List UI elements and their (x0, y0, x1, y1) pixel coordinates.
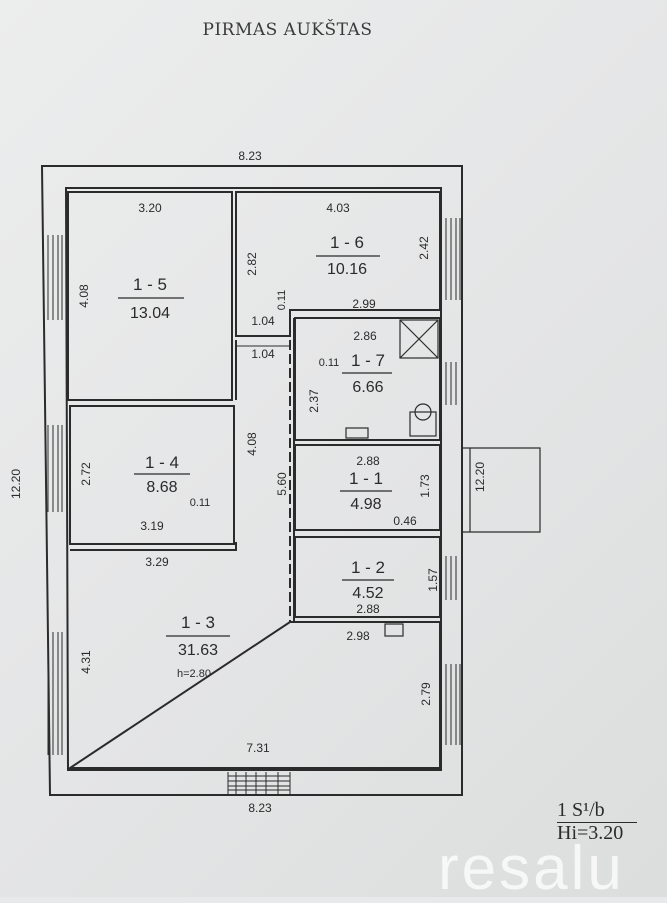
dim-wall-011-c: 0.11 (190, 497, 211, 509)
bath-fixtures (345, 319, 439, 637)
dim-r14-h: 2.72 (79, 462, 93, 486)
window-left-lower (47, 632, 63, 755)
dim-r12-w: 2.88 (356, 602, 380, 616)
interior-walls (66, 191, 441, 769)
window-right-12 (445, 556, 457, 600)
room-1-3-walls (66, 542, 441, 769)
dim-r12-h: 1.57 (426, 568, 440, 592)
dim-r13-right-top: 2.98 (346, 629, 370, 643)
dim-r16-bottom: 2.99 (352, 297, 376, 311)
dim-bottom-total: 8.23 (248, 801, 272, 815)
dim-r11-h: 1.73 (418, 474, 432, 498)
dim-w104-b: 1.04 (251, 347, 275, 361)
room-1-7-id: 1 - 7 (351, 351, 385, 370)
dim-porch: 12.20 (473, 462, 487, 492)
room-1-6-id: 1 - 6 (330, 233, 364, 252)
window-right-lower (445, 664, 461, 745)
watermark-logo: resalu (438, 834, 625, 903)
entrance-porch (462, 447, 541, 533)
room-1-1-id: 1 - 1 (349, 469, 383, 488)
dim-r13-w-top: 3.29 (145, 555, 169, 569)
dim-wall-011-b: 0.11 (319, 357, 340, 369)
room-1-7-area: 6.66 (352, 379, 383, 396)
windows (47, 218, 461, 795)
page-title: PIRMAS AUKŠTAS (202, 20, 373, 40)
toilet-bowl-icon (414, 403, 432, 421)
dim-r16-h-right: 2.42 (417, 236, 431, 260)
scale-note-line1: 1 S¹/b (557, 800, 637, 823)
room-1-2-id: 1 - 2 (351, 558, 385, 577)
room-labels: 1 - 5 13.04 1 - 6 10.16 1 - 7 6.66 1 - 4… (118, 233, 394, 680)
dim-left-total: 12.20 (9, 469, 23, 499)
window-right-wc (445, 362, 457, 405)
room-1-6-area: 10.16 (327, 261, 367, 278)
dim-r16-w: 4.03 (326, 201, 350, 215)
dim-r14-w-bottom: 3.19 (140, 519, 164, 533)
dimension-labels: 8.23 8.23 12.20 12.20 3.20 4.08 4.03 2.8… (9, 149, 487, 815)
window-right-upper (445, 218, 461, 300)
room-1-3-area: 31.63 (178, 642, 218, 659)
room-1-4-walls (69, 405, 235, 545)
dim-r14-right: 4.08 (245, 432, 259, 456)
toilet-icon (409, 411, 437, 437)
dim-r15-w: 3.20 (138, 201, 162, 215)
shower-icon (399, 319, 439, 359)
room-1-5-walls (67, 191, 233, 401)
dim-wall-011-a: 0.11 (276, 290, 288, 311)
room-1-2-area: 4.52 (352, 585, 383, 602)
dim-wall-046: 0.46 (393, 514, 417, 528)
outer-walls (40, 165, 463, 796)
dim-w104-a: 1.04 (251, 314, 275, 328)
sink-icon (345, 427, 369, 439)
dim-r11-w: 2.88 (356, 454, 380, 468)
window-left-middle (47, 425, 63, 512)
dim-r17-w: 2.86 (353, 329, 377, 343)
dim-r15-h: 4.08 (77, 284, 91, 308)
window-left-upper (47, 235, 63, 320)
room-1-3-id: 1 - 3 (181, 613, 215, 632)
room-1-4-area: 8.68 (146, 479, 177, 496)
window-bottom (227, 772, 291, 795)
room-1-3-height: h=2.80 (177, 668, 211, 680)
dim-r13-h-left: 4.31 (79, 650, 93, 674)
room-1-5-id: 1 - 5 (133, 275, 167, 294)
room-1-6-walls (235, 191, 441, 337)
room-1-5-area: 13.04 (130, 305, 170, 322)
shower-icon-diag-b (399, 319, 439, 359)
dim-r16-h-left: 2.82 (245, 252, 259, 276)
room-1-4-id: 1 - 4 (145, 453, 179, 472)
appliance-icon (384, 623, 404, 637)
dim-top-total: 8.23 (238, 149, 262, 163)
dim-r17-h: 2.37 (307, 389, 321, 413)
dim-corridor: 5.60 (275, 472, 289, 496)
scale-note-line2: Hi=3.20 (557, 822, 624, 844)
dim-r13-h-right: 2.79 (419, 682, 433, 706)
scale-note: 1 S¹/b Hi=3.20 (557, 800, 667, 844)
room-1-1-area: 4.98 (350, 496, 381, 513)
dim-r13-w-bottom: 7.31 (246, 741, 270, 755)
